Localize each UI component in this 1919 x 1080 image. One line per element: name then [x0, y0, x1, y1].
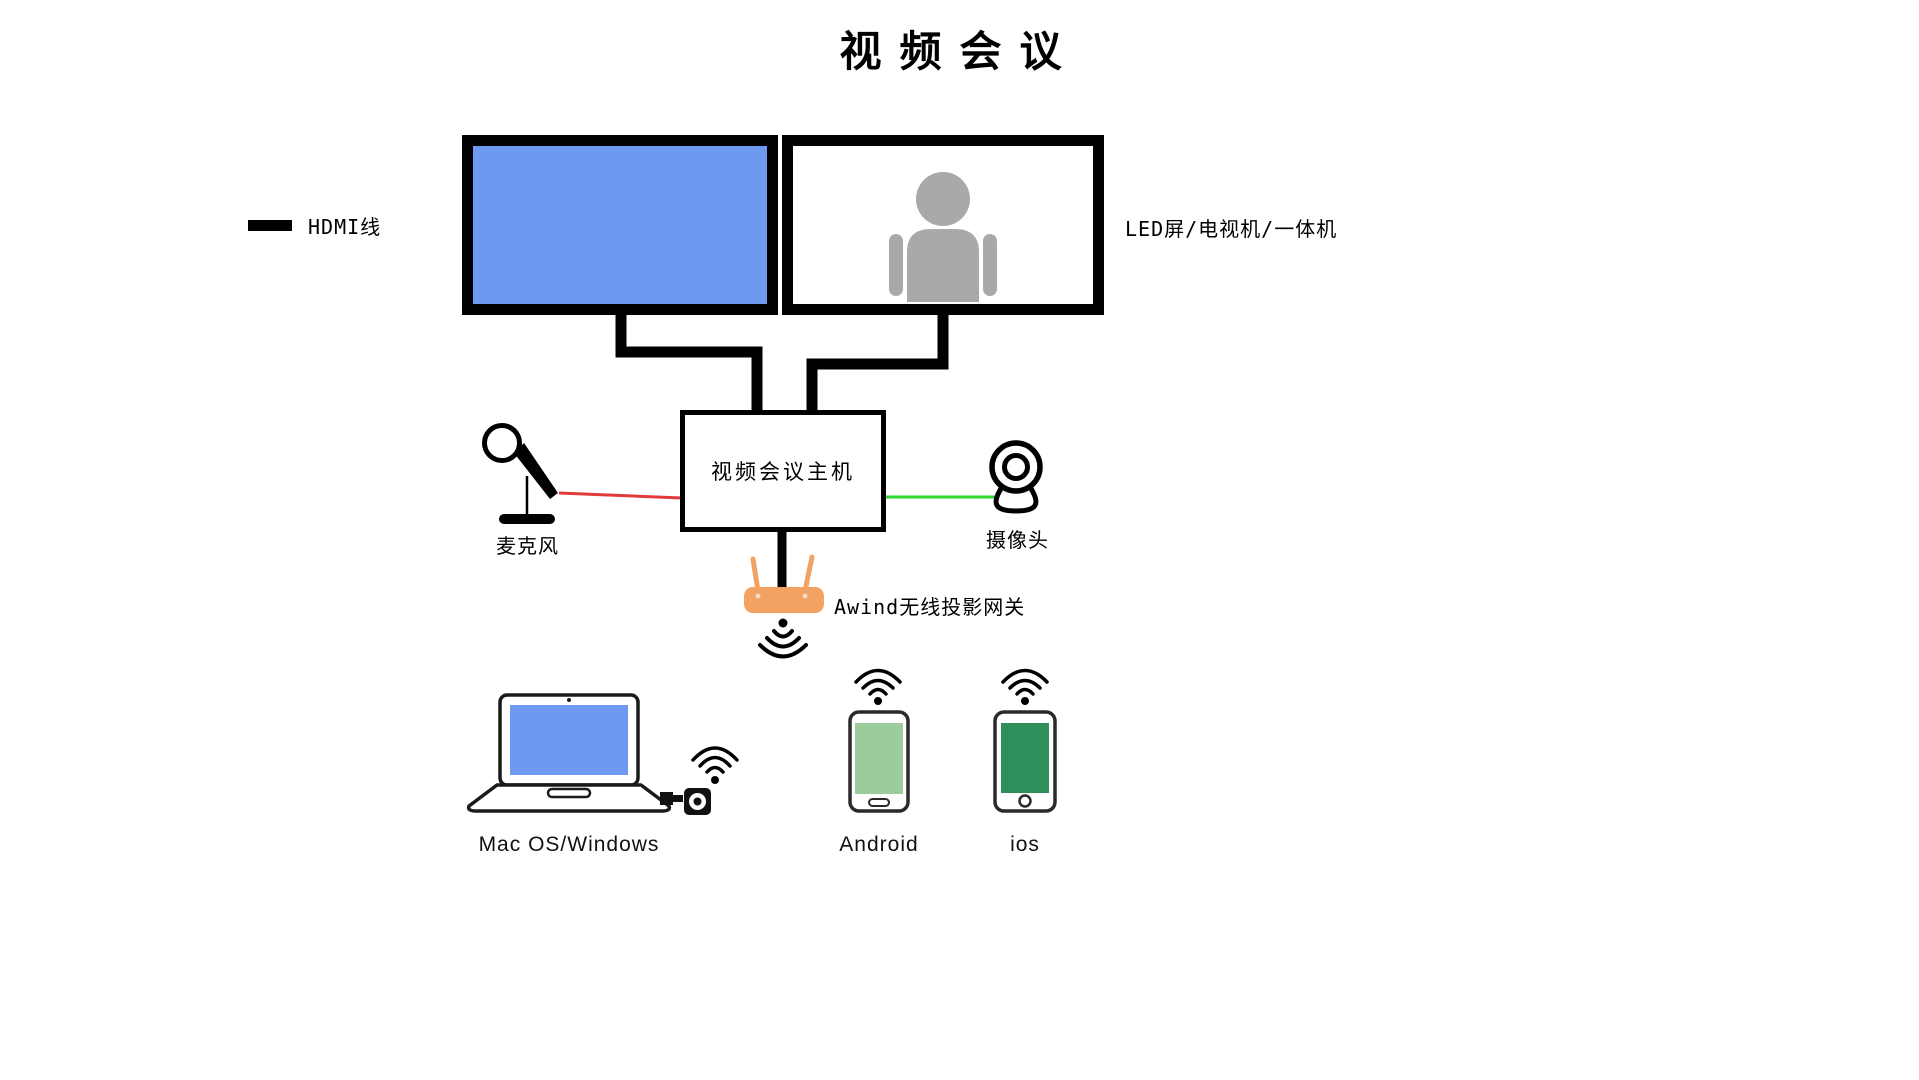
hdmi-cable-right [806, 309, 949, 412]
display-left-bluescreen [462, 135, 778, 315]
dongle-wifi-signal-icon [691, 746, 739, 774]
ios-label: ios [1010, 833, 1040, 856]
android-phone-screen [855, 723, 903, 794]
ios-wifi-signal-icon [1001, 668, 1049, 705]
android-label: Android [839, 833, 919, 856]
person-silhouette-icon [889, 172, 997, 302]
ios-phone-icon [993, 710, 1057, 813]
conference-host-box: 视频会议主机 [680, 410, 886, 532]
laptop-icon [466, 693, 672, 813]
wireless-router-icon [744, 554, 824, 613]
display-right-person [782, 135, 1104, 315]
microphone-cable [558, 491, 683, 500]
usb-dongle-icon [660, 746, 739, 815]
android-phone-icon [848, 710, 910, 813]
gateway-label: Awind无线投影网关 [834, 595, 1026, 619]
laptop-label: Mac OS/Windows [478, 833, 660, 856]
gateway-wifi-signal-icon [758, 618, 808, 659]
laptop-screen [510, 705, 628, 775]
hdmi-cable-left [615, 309, 763, 412]
microphone-icon [482, 423, 558, 524]
diagram-title: 视频会议 [839, 30, 1080, 76]
camera-label: 摄像头 [986, 528, 1049, 552]
android-wifi-signal-icon [854, 668, 902, 705]
display-wall-label: LED屏/电视机/一体机 [1125, 217, 1338, 241]
ios-phone-screen [1001, 723, 1049, 793]
hdmi-line-swatch [248, 220, 292, 231]
microphone-label: 麦克风 [496, 534, 559, 558]
webcam-icon [989, 440, 1043, 514]
hdmi-legend: HDMI线 [248, 211, 381, 240]
hdmi-legend-label: HDMI线 [308, 215, 382, 239]
conference-host-label: 视频会议主机 [711, 460, 855, 484]
